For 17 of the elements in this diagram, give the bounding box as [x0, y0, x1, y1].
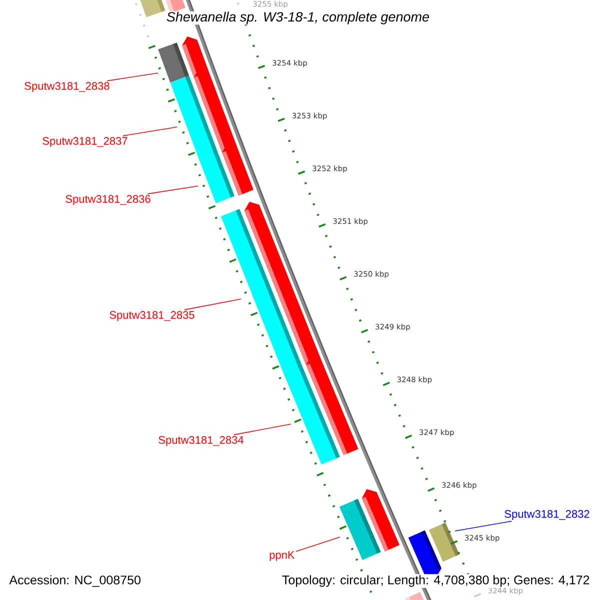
leader-line — [147, 186, 198, 194]
gene-label: Sputw3181_2838 — [24, 82, 110, 92]
gene-label: Sputw3181_2837 — [42, 137, 128, 147]
leader-line — [184, 298, 242, 310]
leader-line — [454, 520, 512, 532]
leader-line — [296, 536, 340, 552]
topology-text: Topology: circular; Length: 4,708,380 bp; Genes: 4,172 — [280, 574, 591, 588]
gene-label: Sputw3181_2834 — [158, 436, 244, 446]
leader-line — [122, 126, 178, 136]
genome-title: Shewanella sp. W3-18-1, complete genome — [166, 11, 430, 25]
gene-label: ppnK — [270, 551, 295, 561]
leader-line — [233, 424, 292, 436]
gene-label: Sputw3181_2832 — [504, 510, 590, 520]
accession-text: Accession: NC_008750 — [8, 574, 142, 588]
leader-line — [106, 72, 158, 82]
gene-label: Sputw3181_2835 — [110, 311, 194, 321]
gene-label: Sputw3181_2836 — [66, 195, 150, 205]
